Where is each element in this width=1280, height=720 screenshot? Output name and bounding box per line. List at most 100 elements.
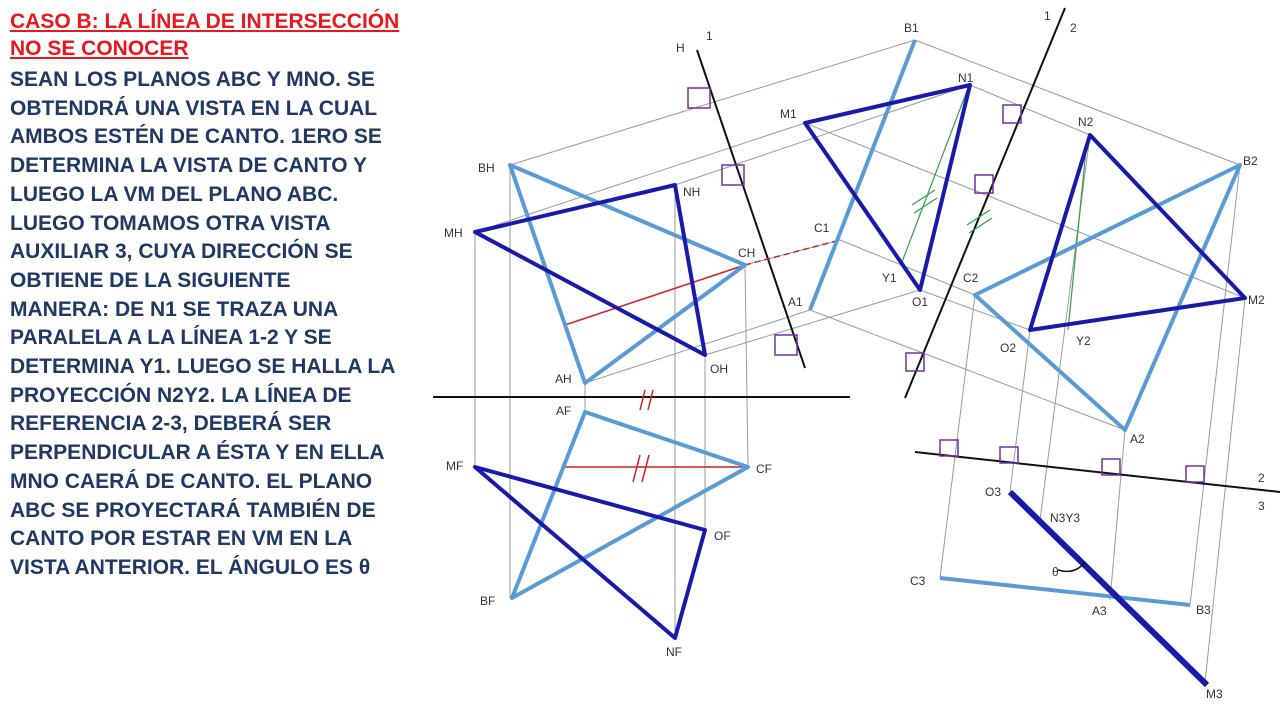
label-m3: M3 [1206, 687, 1223, 701]
label-ref-12-2: 2 [1070, 21, 1077, 35]
label-c1: C1 [814, 221, 830, 235]
intersection-hint-line [744, 239, 841, 266]
projector-line [839, 239, 976, 296]
reference-lines [433, 7, 1280, 493]
parallel-tick [968, 217, 993, 234]
parallel-line-n1-y1 [901, 87, 969, 263]
plane-abc-front-view [510, 410, 750, 600]
perpendicular-mark [974, 174, 994, 194]
plane-abc [508, 39, 1242, 607]
label-ref-23-2: 2 [1258, 471, 1265, 485]
projector-line [914, 39, 1241, 166]
body-line: OBTENDRÁ UNA VISTA EN LA CUAL [10, 96, 378, 120]
projector-line [969, 84, 1091, 136]
label-nh: NH [683, 185, 700, 199]
label-c2: C2 [963, 271, 979, 285]
body-line: ABC SE PROYECTARÁ TAMBIÉN DE [10, 498, 376, 522]
projector-line [474, 122, 806, 233]
perpendicular-mark [687, 87, 711, 109]
label-m1: M1 [780, 107, 797, 121]
projector-line [804, 122, 1246, 299]
plane-mno [473, 83, 1247, 688]
label-bf: BF [480, 594, 495, 608]
body-text: SEAN LOS PLANOS ABC Y MNO. SE OBTENDRÁ U… [10, 66, 455, 583]
label-cf: CF [756, 462, 772, 476]
perpendicular-mark [721, 164, 745, 186]
plane-mno-view-1 [803, 83, 972, 292]
plane-mno-edge-view-3 [1007, 489, 1210, 688]
parallel-tick [913, 197, 938, 214]
projector-line [704, 289, 921, 356]
body-line: VISTA ANTERIOR. EL ÁNGULO ES θ [10, 555, 371, 579]
label-ref-h1-h: H [676, 41, 685, 55]
plane-mno-front-view [473, 465, 707, 640]
body-line: LUEGO TOMAMOS OTRA VISTA [10, 211, 331, 235]
label-n1: N1 [958, 71, 974, 85]
body-line: PERPENDICULAR A ÉSTA Y EN ELLA [10, 441, 385, 465]
intersection-hint-line [564, 264, 746, 326]
label-y1: Y1 [882, 271, 897, 285]
label-a2: A2 [1130, 432, 1145, 446]
projector-line [1204, 297, 1246, 684]
parallel-tick [911, 189, 936, 206]
label-ref-23-3: 3 [1258, 499, 1265, 513]
label-a1: A1 [788, 295, 803, 309]
intersection-hint-lines [564, 239, 841, 483]
label-n2: N2 [1078, 115, 1094, 129]
text-panel: CASO B: LA LÍNEA DE INTERSECCIÓN NO SE C… [10, 8, 455, 583]
body-line: MANERA: DE N1 SE TRAZA UNA [10, 297, 339, 321]
label-mf: MF [446, 459, 463, 473]
projector-line [939, 294, 976, 579]
projector-line [1189, 164, 1241, 606]
label-b1: B1 [904, 21, 919, 35]
projector-line [674, 84, 971, 186]
label-oh: OH [710, 362, 728, 376]
parallel-line-n2-y2 [1067, 139, 1088, 331]
projector-line [584, 309, 811, 384]
label-af: AF [556, 404, 571, 418]
perpendicular-mark [1002, 104, 1022, 124]
label-ch: CH [738, 246, 755, 260]
body-line: CANTO POR ESTAR EN VM EN LA [10, 527, 353, 551]
perpendicular-mark [905, 352, 925, 372]
label-o2: O2 [1000, 341, 1016, 355]
case-title-line-1: CASO B: LA LÍNEA DE INTERSECCIÓN [10, 10, 400, 33]
label-bh: BH [478, 161, 495, 175]
label-o1: O1 [912, 295, 928, 309]
perpendicular-mark [999, 446, 1019, 464]
label-ref-h1-1: 1 [706, 29, 713, 43]
perpendicular-marks [687, 87, 1205, 483]
body-line: AMBOS ESTÉN DE CANTO. 1ERO SE [10, 125, 382, 149]
equal-mark [632, 454, 641, 483]
body-line: REFERENCIA 2-3, DEBERÁ SER [10, 412, 332, 436]
reference-line-2-3 [914, 451, 1280, 493]
perpendicular-mark [774, 334, 798, 356]
plane-abc-edge-view-3 [939, 576, 1191, 607]
body-line: PROYECCIÓN N2Y2. LA LÍNEA DE [10, 383, 352, 407]
plane-mno-view-2 [1028, 133, 1247, 332]
body-line: MNO CAERÁ DE CANTO. EL PLANO [10, 469, 373, 493]
projector-lines [474, 39, 1246, 684]
projector-line [1009, 329, 1031, 493]
equal-mark [639, 389, 646, 411]
body-line: LUEGO LA VM DEL PLANO ABC. [10, 182, 339, 206]
label-ref-12-1: 1 [1044, 9, 1051, 23]
label-b3: B3 [1196, 603, 1211, 617]
body-line: OBTIENE DE LA SIGUIENTE [10, 268, 291, 292]
projector-line [744, 264, 749, 468]
projector-line [509, 39, 916, 166]
label-ah: AH [555, 372, 572, 386]
point-labels: H 1 1 2 2 3 BH NH MH CH AH OH AF MF CF O… [444, 9, 1265, 701]
perpendicular-mark [1185, 465, 1205, 483]
label-y2: Y2 [1076, 334, 1091, 348]
label-of: OF [714, 529, 731, 543]
label-nf: NF [666, 645, 682, 659]
reference-line-h-1 [696, 49, 806, 369]
reference-line-1-2 [904, 7, 1066, 399]
body-line: AUXILIAR 3, CUYA DIRECCIÓN SE [10, 240, 353, 264]
label-m2: M2 [1248, 293, 1265, 307]
case-title-line-2: NO SE CONOCER [10, 37, 189, 60]
parallel-construction-lines [901, 87, 1088, 331]
plane-abc-top-view [508, 163, 747, 385]
